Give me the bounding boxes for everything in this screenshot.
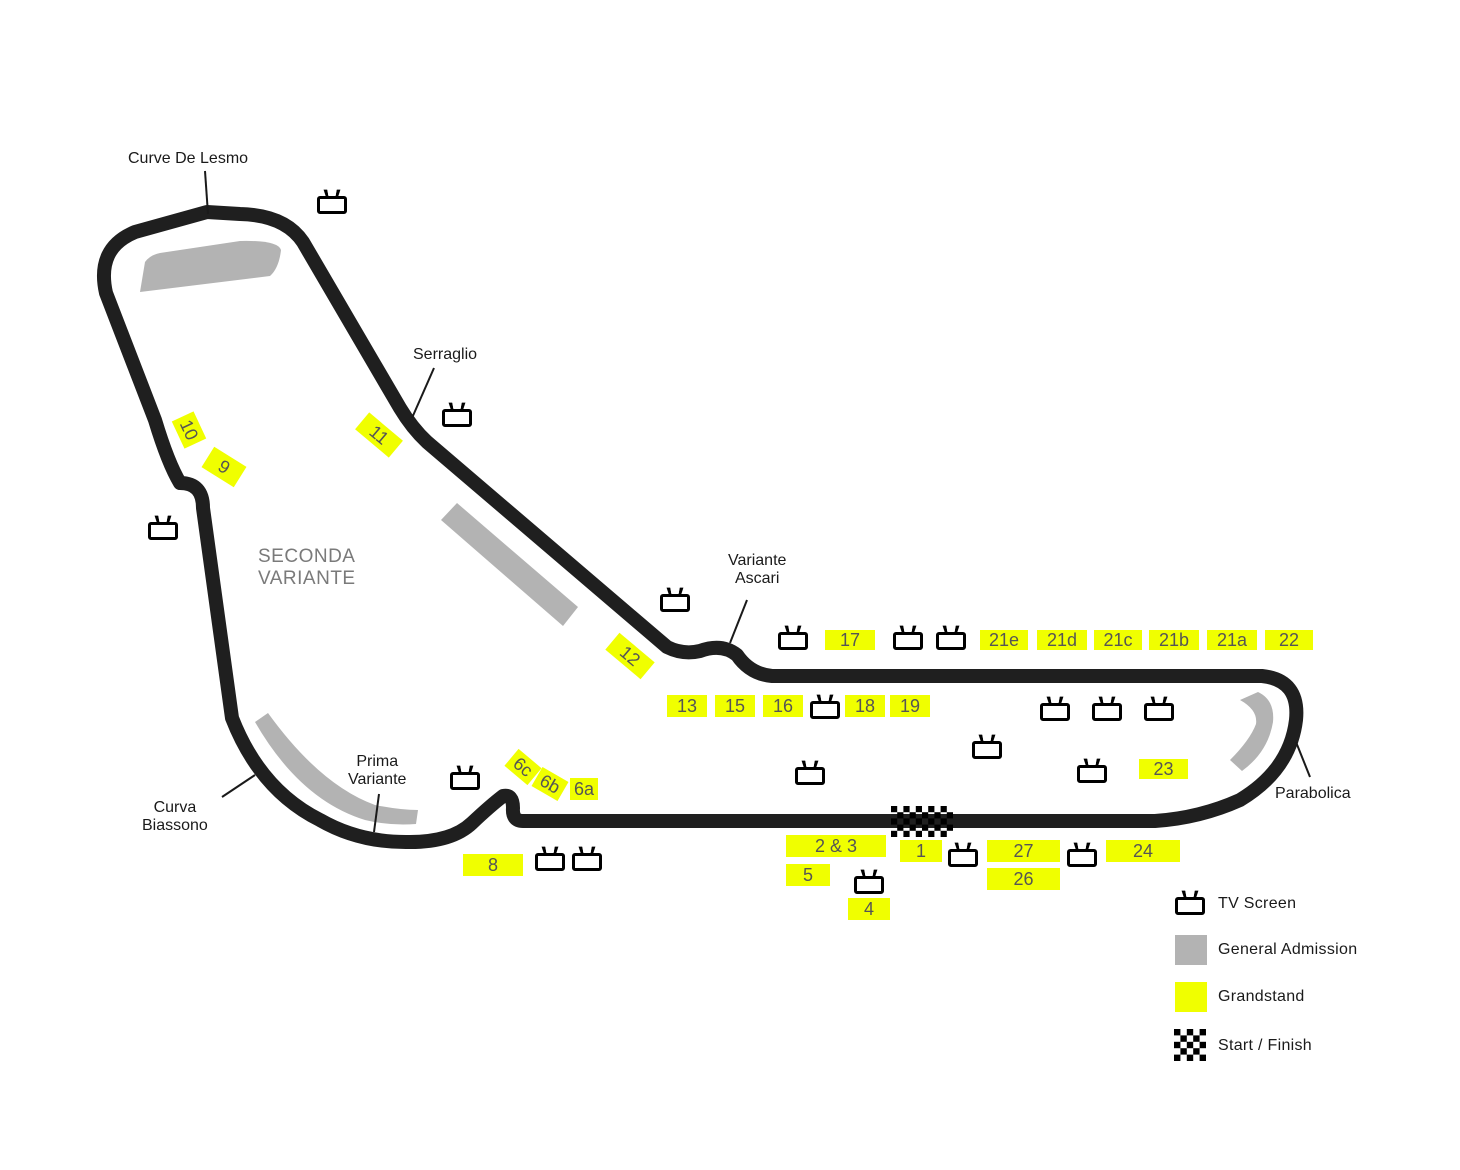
leader-prima [373, 793, 380, 833]
leader-ascari [729, 599, 748, 644]
legend-grandstand-label: Grandstand [1218, 988, 1305, 1005]
grandstand-4[interactable]: 4 [848, 898, 890, 920]
tv-screen-icon [1144, 697, 1174, 721]
leader-biassono [221, 774, 256, 798]
grandstand-5[interactable]: 5 [786, 864, 830, 886]
tv-screen-icon [948, 843, 978, 867]
legend-grandstand-swatch [1175, 982, 1207, 1012]
grandstand-19[interactable]: 19 [890, 695, 930, 717]
legend-general-admission-swatch [1175, 935, 1207, 965]
tv-screen-icon [572, 847, 602, 871]
tv-screen-icon [442, 403, 472, 427]
general-admission-biassono [255, 713, 418, 825]
tv-screen-icon [972, 735, 1002, 759]
tv-screen-icon [660, 588, 690, 612]
checkered-flag-icon [1174, 1029, 1206, 1061]
tv-screen-icon [450, 766, 480, 790]
general-admission-lesmo [140, 240, 281, 292]
grandstand-2-3[interactable]: 2 & 3 [786, 835, 886, 857]
tv-screen-icon [535, 847, 565, 871]
legend-general-admission-label: General Admission [1218, 941, 1358, 958]
grandstand-1[interactable]: 1 [900, 840, 942, 862]
corner-label-parabolica: Parabolica [1275, 785, 1351, 802]
tv-screen-icon [148, 516, 178, 540]
tv-screen-icon [810, 695, 840, 719]
grandstand-6a[interactable]: 6a [570, 778, 598, 800]
zone-label-seconda-variante: SECONDA VARIANTE [258, 546, 356, 589]
tv-screen-icon [936, 626, 966, 650]
general-admission-serraglio [441, 503, 578, 626]
tv-screen-icon [854, 870, 884, 894]
tv-screen-icon [795, 761, 825, 785]
grandstand-22[interactable]: 22 [1265, 630, 1313, 650]
grandstand-21b[interactable]: 21b [1149, 630, 1199, 650]
grandstand-21d[interactable]: 21d [1037, 630, 1087, 650]
leader-serraglio [411, 367, 435, 419]
tv-screen-icon [893, 626, 923, 650]
grandstand-24[interactable]: 24 [1106, 840, 1180, 862]
tv-screen-icon [778, 626, 808, 650]
tv-screen-icon [317, 190, 347, 214]
grandstand-16[interactable]: 16 [763, 695, 803, 717]
corner-label-ascari: Variante Ascari [728, 552, 787, 587]
general-admission-parabolica [1230, 692, 1274, 771]
grandstand-21a[interactable]: 21a [1207, 630, 1257, 650]
grandstand-18[interactable]: 18 [845, 695, 885, 717]
grandstand-23[interactable]: 23 [1139, 759, 1188, 779]
race-track [96, 205, 1304, 850]
grandstand-21c[interactable]: 21c [1094, 630, 1142, 650]
checkered-flag-icon [891, 806, 953, 837]
tv-screen-icon [1092, 697, 1122, 721]
legend-tv-screen-icon [1175, 891, 1205, 915]
grandstand-15[interactable]: 15 [715, 695, 755, 717]
legend-start-finish-label: Start / Finish [1218, 1037, 1313, 1054]
grandstand-8[interactable]: 8 [463, 854, 523, 876]
leader-lesmo [204, 170, 209, 215]
corner-label-lesmo: Curve De Lesmo [128, 150, 249, 167]
legend-tv-screen-label: TV Screen [1218, 895, 1297, 912]
grandstand-17[interactable]: 17 [825, 630, 875, 650]
grandstand-21e[interactable]: 21e [980, 630, 1028, 650]
grandstand-13[interactable]: 13 [667, 695, 707, 717]
tv-screen-icon [1040, 697, 1070, 721]
corner-label-serraglio: Serraglio [413, 346, 478, 363]
tv-screen-icon [1077, 759, 1107, 783]
grandstand-26[interactable]: 26 [987, 868, 1060, 890]
leader-parabolica [1295, 741, 1311, 778]
corner-label-biassono: Curva Biassono [142, 799, 208, 834]
grandstand-27[interactable]: 27 [987, 840, 1060, 862]
corner-label-prima-variante: Prima Variante [348, 753, 407, 788]
tv-screen-icon [1067, 843, 1097, 867]
